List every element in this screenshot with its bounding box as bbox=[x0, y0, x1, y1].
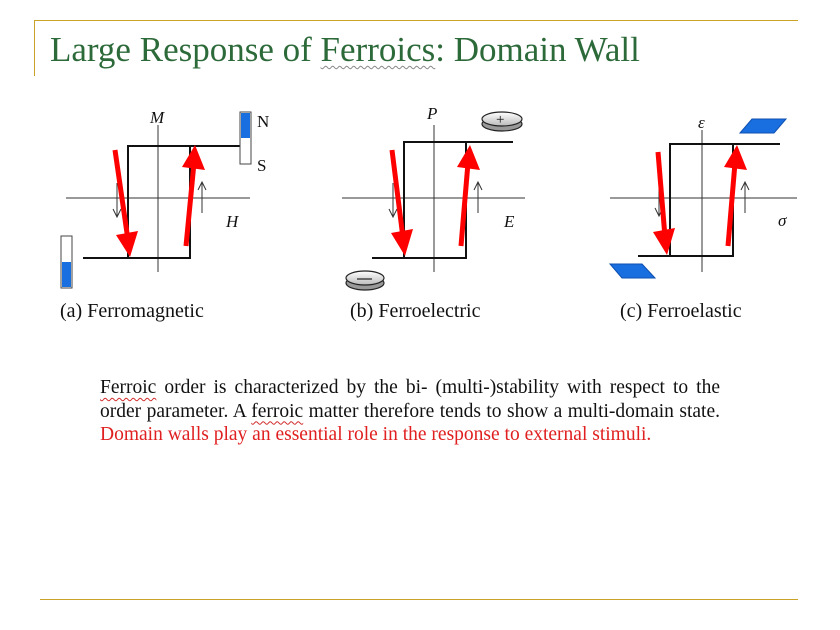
magnet-north-fill-bottom bbox=[62, 262, 71, 287]
body-highlight: Domain walls play an essential role in t… bbox=[100, 424, 652, 445]
thin-arrowhead-down-a bbox=[112, 208, 122, 219]
body-term-ferroic-2: ferroic bbox=[251, 400, 304, 422]
red-arrow-down-c bbox=[655, 151, 668, 238]
red-arrow-up-a bbox=[183, 162, 197, 247]
body-paragraph: Ferroic order is characterized by the bi… bbox=[100, 376, 720, 447]
body-term-ferroic: Ferroic bbox=[100, 377, 157, 398]
red-arrow-up-b bbox=[458, 162, 471, 247]
y-axis-label-c: ε bbox=[698, 113, 705, 132]
caption-ferroelastic: (c) Ferroelastic bbox=[620, 300, 742, 322]
hysteresis-diagrams: M H N S P E bbox=[60, 104, 797, 291]
magnet-north-fill-top bbox=[241, 113, 250, 138]
x-axis-label-c: σ bbox=[778, 211, 787, 230]
red-arrowhead-down-c bbox=[653, 228, 675, 255]
sheared-crystal-icon-bottom bbox=[608, 263, 657, 279]
thin-arrowhead-down-b bbox=[388, 208, 398, 219]
y-axis-label-a: M bbox=[149, 108, 165, 127]
body-text-1: order is characterized by the bi- (multi… bbox=[100, 377, 720, 422]
x-axis-label-a: H bbox=[225, 212, 240, 231]
slide-title: Large Response of Ferroics: Domain Wall bbox=[50, 30, 640, 70]
panel-ferroelectric: P E + bbox=[342, 104, 525, 291]
red-arrowhead-down-a bbox=[116, 231, 138, 257]
magnet-north-label: N bbox=[257, 112, 269, 131]
y-axis-label-b: P bbox=[426, 104, 437, 123]
magnet-south-label: S bbox=[257, 156, 266, 175]
left-rule bbox=[34, 20, 35, 76]
caption-ferromagnetic: (a) Ferromagnetic bbox=[60, 300, 204, 322]
red-arrow-down-a bbox=[112, 149, 131, 241]
capacitor-coin-top bbox=[481, 111, 523, 127]
plus-sign-label: + bbox=[496, 112, 504, 128]
red-arrowhead-up-a bbox=[182, 145, 205, 170]
hysteresis-loop-a-right bbox=[83, 145, 250, 259]
red-arrowhead-up-b bbox=[457, 145, 480, 170]
red-arrowhead-down-b bbox=[391, 229, 413, 256]
title-part-1: Large Response of bbox=[50, 30, 321, 69]
hysteresis-loop-a bbox=[83, 145, 250, 259]
sheared-crystal-icon-top bbox=[738, 118, 788, 134]
panel-ferroelastic: ε σ bbox=[608, 113, 797, 279]
capacitor-coin-bottom bbox=[345, 270, 385, 286]
thin-arrowhead-up-a bbox=[197, 180, 207, 191]
red-arrowhead-up-c bbox=[724, 145, 747, 170]
thin-arrowhead-up-c bbox=[740, 180, 750, 191]
title-part-2: Ferroics bbox=[320, 30, 436, 69]
title-part-3: : Domain Wall bbox=[435, 30, 640, 69]
red-arrow-up-c bbox=[725, 162, 738, 247]
red-arrow-down-b bbox=[389, 149, 406, 239]
thin-arrowhead-up-b bbox=[473, 180, 483, 191]
panel-ferromagnetic: M H N S bbox=[60, 108, 269, 289]
x-axis-label-b: E bbox=[503, 212, 515, 231]
bottom-rule bbox=[40, 599, 798, 600]
caption-ferroelectric: (b) Ferroelectric bbox=[350, 300, 481, 322]
top-rule bbox=[34, 20, 798, 21]
body-text-2: matter therefore tends to show a multi-d… bbox=[303, 400, 720, 422]
